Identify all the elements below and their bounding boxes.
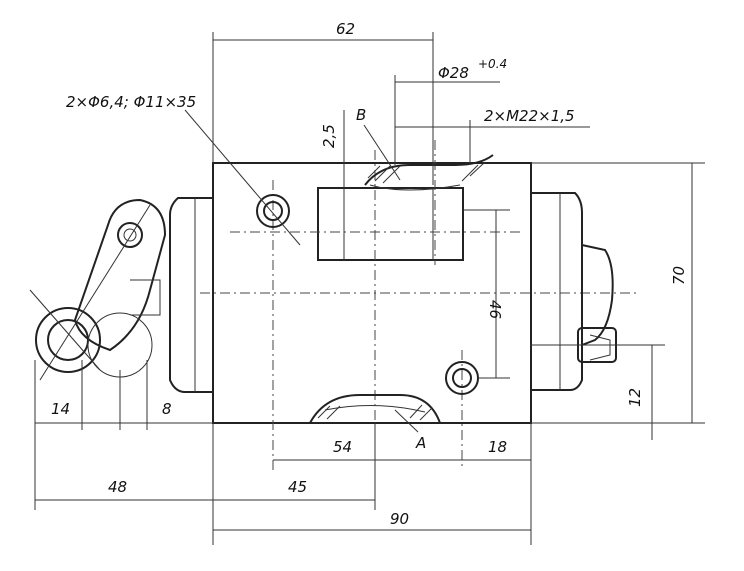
section-cut-b <box>364 154 494 191</box>
dim-46: 46 <box>486 300 504 319</box>
callout-b: B <box>356 106 366 124</box>
dim-phi28: Φ28 <box>438 64 469 82</box>
section-callouts: B A <box>356 106 426 452</box>
dim-14: 14 <box>51 400 70 418</box>
thread-note: 2×M22×1,5 <box>484 107 575 125</box>
left-end-cap <box>169 197 213 393</box>
lever-mechanism <box>29 198 167 381</box>
dim-45: 45 <box>288 478 307 496</box>
dim-2-5: 2,5 <box>320 124 338 148</box>
dimension-labels: 62 Φ28 +0.4 2×Φ6,4; Φ11×35 2,5 2×M22×1,5… <box>51 20 688 528</box>
section-cut-a <box>309 394 441 424</box>
callout-a: A <box>415 434 426 452</box>
mounting-hole-upper <box>256 194 290 228</box>
right-end-cap <box>531 192 617 391</box>
dim-18: 18 <box>488 438 507 456</box>
holes-note: 2×Φ6,4; Φ11×35 <box>66 93 196 111</box>
dim-90: 90 <box>390 510 409 528</box>
dim-48: 48 <box>108 478 127 496</box>
dim-12: 12 <box>626 388 644 407</box>
dim-54: 54 <box>333 438 352 456</box>
dim-8: 8 <box>162 400 172 418</box>
dimension-lines <box>34 32 705 545</box>
valve-body <box>200 140 640 470</box>
dim-62: 62 <box>336 20 355 38</box>
dim-70: 70 <box>670 266 688 285</box>
dim-phi28-tolerance: +0.4 <box>478 57 507 71</box>
